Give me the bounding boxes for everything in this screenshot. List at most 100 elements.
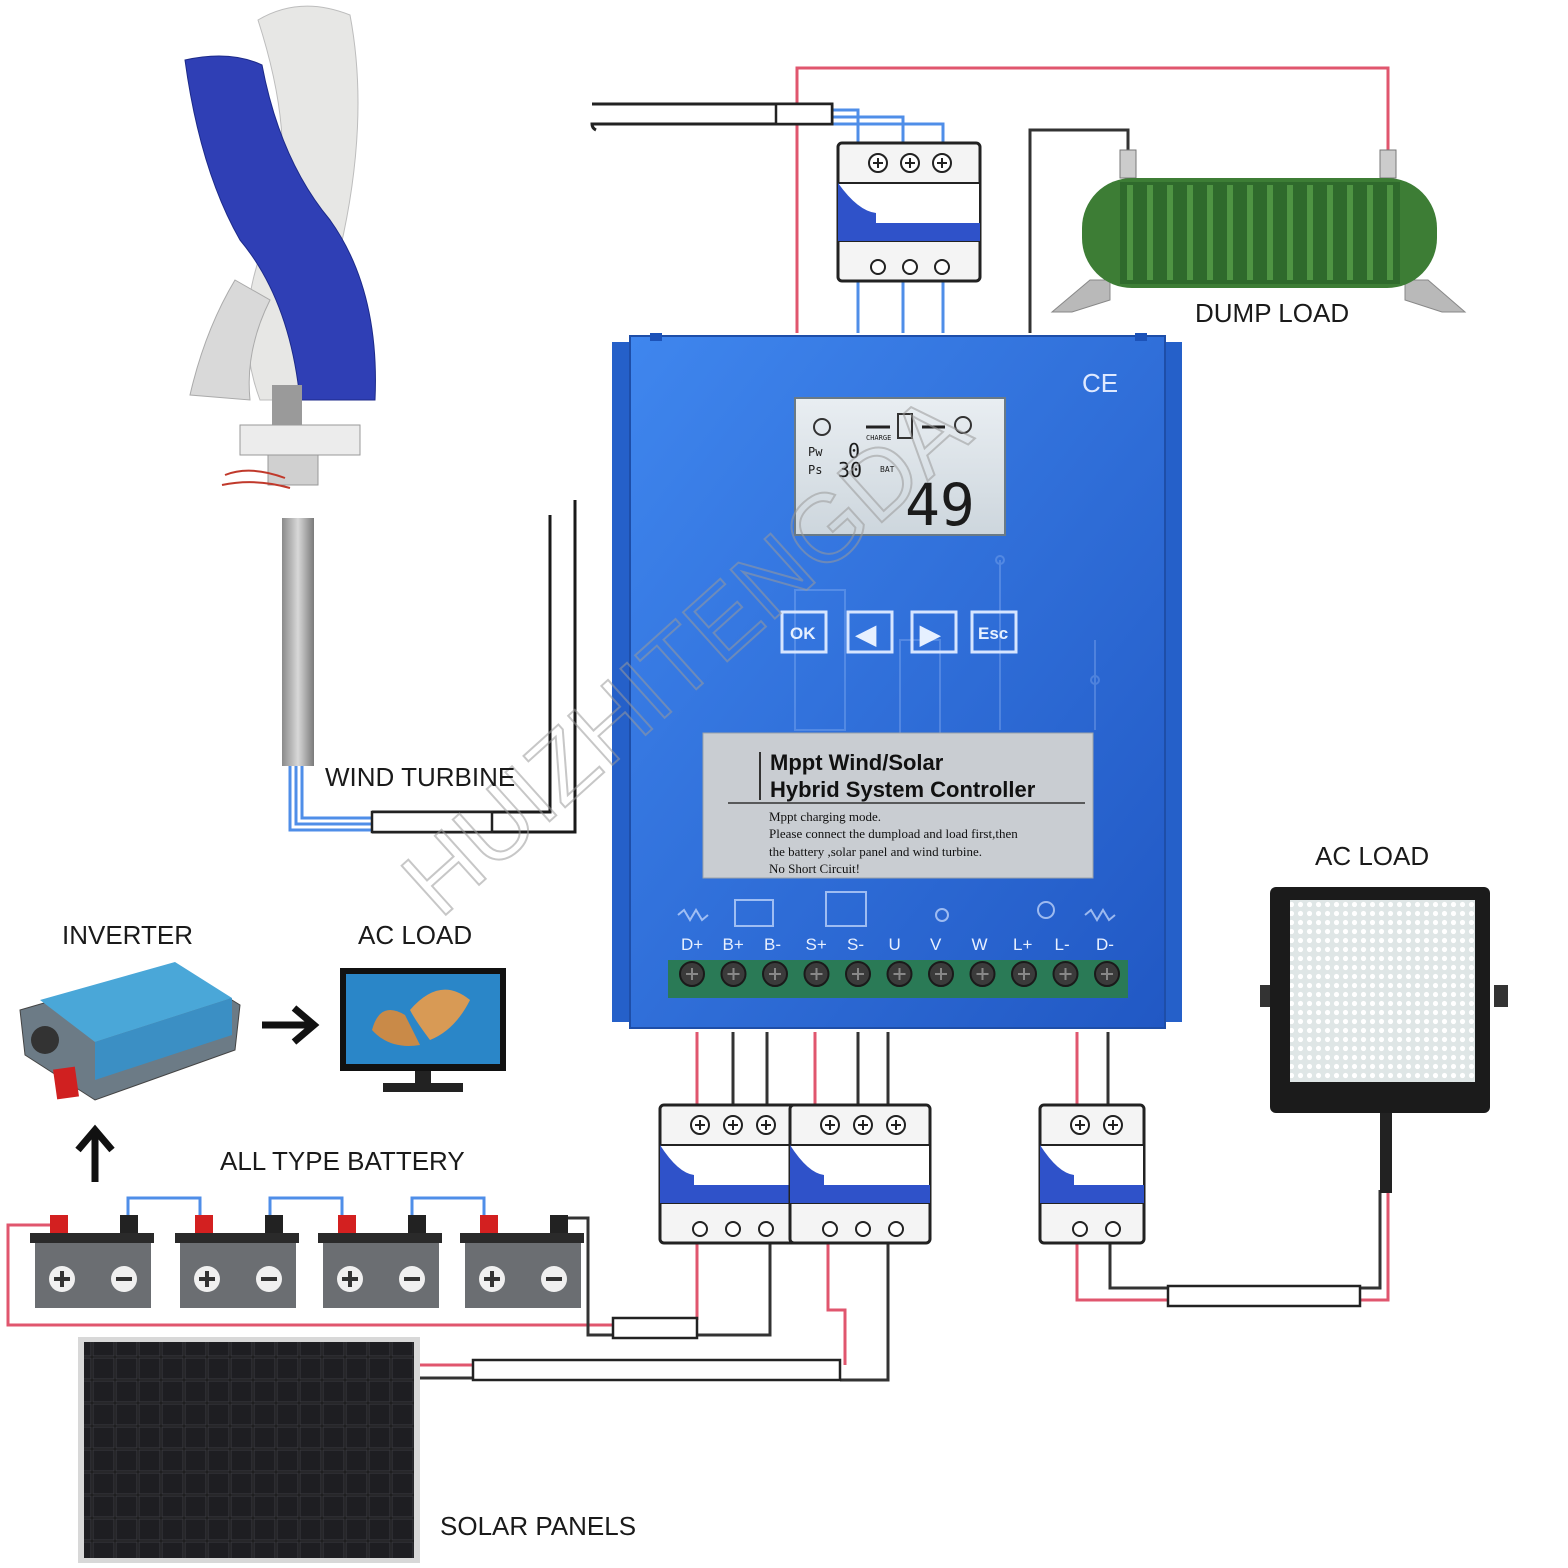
arrow-right-icon xyxy=(262,1005,320,1045)
screw-slot xyxy=(727,968,740,980)
lcd-ps-label: Ps xyxy=(808,463,822,477)
wind-breaker xyxy=(836,141,982,283)
sleeve-turbine xyxy=(370,810,494,834)
ok-button-label: OK xyxy=(790,624,816,643)
terminal-label: L+ xyxy=(1013,935,1032,954)
bottom-breakers xyxy=(658,1103,1146,1245)
load-breaker-out-dark xyxy=(1108,1240,1168,1290)
screw-slot xyxy=(1018,968,1030,980)
battery-negative-terminal xyxy=(265,1215,283,1233)
screw-slot xyxy=(769,968,781,980)
bulb-terminal-icon xyxy=(1037,901,1055,919)
inverter xyxy=(19,962,241,1101)
battery-negative-terminal xyxy=(120,1215,138,1233)
wind-breaker-in-2 xyxy=(832,115,905,145)
left-button[interactable] xyxy=(846,610,894,654)
battery-icon xyxy=(897,413,913,439)
turbine-blue-wire-3 xyxy=(300,765,372,820)
terminal-label: B+ xyxy=(723,935,744,954)
left-button-label: ◀ xyxy=(855,619,877,649)
solar-panel xyxy=(78,1337,420,1563)
battery-unit xyxy=(318,1215,442,1308)
controller-note-2: Please connect the dumpload and load fir… xyxy=(769,826,1018,841)
arrow-up-icon xyxy=(75,1124,115,1182)
screw-slot xyxy=(810,968,823,980)
sleeve-battery xyxy=(611,1316,699,1340)
load-cable-dark xyxy=(1360,1190,1382,1290)
terminal-label: S+ xyxy=(806,935,827,954)
battery-positive-terminal xyxy=(480,1215,498,1233)
wind-breaker-in-3 xyxy=(832,122,945,145)
right-button-label: ▶ xyxy=(919,619,941,649)
battery-unit xyxy=(175,1215,299,1308)
terminal-icons xyxy=(677,891,1116,927)
wind-breaker-in-1 xyxy=(832,108,860,145)
ac-load-right-label: AC LOAD xyxy=(1315,841,1429,871)
esc-button-label: Esc xyxy=(978,624,1008,643)
wind-turbine-label: WIND TURBINE xyxy=(325,762,515,792)
terminal-label: U xyxy=(889,935,901,954)
turbine-generator xyxy=(239,424,361,456)
battery-positive-terminal xyxy=(338,1215,356,1233)
hybrid-controller: CE Pw Ps 0 30 CHARGE BAT 49 OK xyxy=(612,333,1182,1029)
terminal-label: S- xyxy=(847,935,864,954)
ac-load-left-label: AC LOAD xyxy=(358,920,472,950)
battery-label: ALL TYPE BATTERY xyxy=(220,1146,465,1176)
load-breaker-out-red xyxy=(1075,1240,1168,1302)
sun-icon xyxy=(813,418,831,436)
battery-link-3 xyxy=(410,1196,486,1225)
terminal-label: D+ xyxy=(681,935,703,954)
lcd-ps-value: 30 xyxy=(838,458,862,482)
batteries xyxy=(30,1215,584,1308)
screw-slot xyxy=(1101,968,1113,980)
turbine-blue-wire-2 xyxy=(294,765,372,826)
wires xyxy=(6,66,1390,1382)
ac-load-floodlight xyxy=(1260,887,1508,1193)
terminal-label: L- xyxy=(1055,935,1070,954)
screw-slot xyxy=(1059,968,1072,980)
fan-terminal-icon xyxy=(935,908,949,922)
lcd-display: Pw Ps 0 30 CHARGE BAT 49 xyxy=(794,397,1006,539)
sleeve-solar xyxy=(471,1358,842,1382)
solar-panels-label: SOLAR PANELS xyxy=(440,1511,636,1541)
screw-slot xyxy=(686,968,698,980)
dump-load-red-wire xyxy=(795,66,1390,333)
turbine-hub xyxy=(272,385,302,430)
load-breaker xyxy=(1038,1103,1146,1245)
controller-title-line2: Hybrid System Controller xyxy=(770,777,1036,802)
turbine-blue-wire-1 xyxy=(288,765,372,832)
battery-positive-terminal xyxy=(50,1215,68,1233)
lcd-big-value: 49 xyxy=(905,471,975,539)
sleeve-top xyxy=(774,102,834,126)
battery-terminal-icon xyxy=(734,899,774,927)
lcd-pw-label: Pw xyxy=(808,445,823,459)
bulb-icon xyxy=(954,416,972,434)
wind-turbine xyxy=(184,5,376,766)
solar-breaker-out-red xyxy=(826,1240,847,1365)
terminal-label: V xyxy=(930,935,942,954)
sleeve-load xyxy=(1166,1284,1362,1308)
resistor-icon-left xyxy=(677,908,709,922)
battery-link-1 xyxy=(126,1196,202,1225)
terminal-label: D- xyxy=(1096,935,1114,954)
inverter-label: INVERTER xyxy=(62,920,193,950)
screw-slot xyxy=(935,968,947,980)
load-cable-red xyxy=(1360,1190,1390,1302)
controller-info-label: Mppt Wind/Solar Hybrid System Controller… xyxy=(702,732,1094,879)
turbine-blue-blade xyxy=(184,55,376,401)
battery-link-2 xyxy=(268,1196,344,1225)
ok-button[interactable] xyxy=(780,610,828,654)
screw-slot xyxy=(976,968,989,980)
turbine-white-blade-lower xyxy=(189,279,271,401)
battery-breaker xyxy=(658,1103,802,1245)
right-button[interactable] xyxy=(910,610,958,654)
lcd-bat: BAT xyxy=(880,465,895,474)
esc-button[interactable] xyxy=(970,610,1018,654)
solar-breaker xyxy=(788,1103,932,1245)
turbine-base xyxy=(267,454,319,486)
turbine-pole xyxy=(282,518,314,766)
dump-load-resistor xyxy=(1050,149,1467,313)
labels: WIND TURBINE DUMP LOAD AC LOAD INVERTER … xyxy=(62,298,1429,1541)
